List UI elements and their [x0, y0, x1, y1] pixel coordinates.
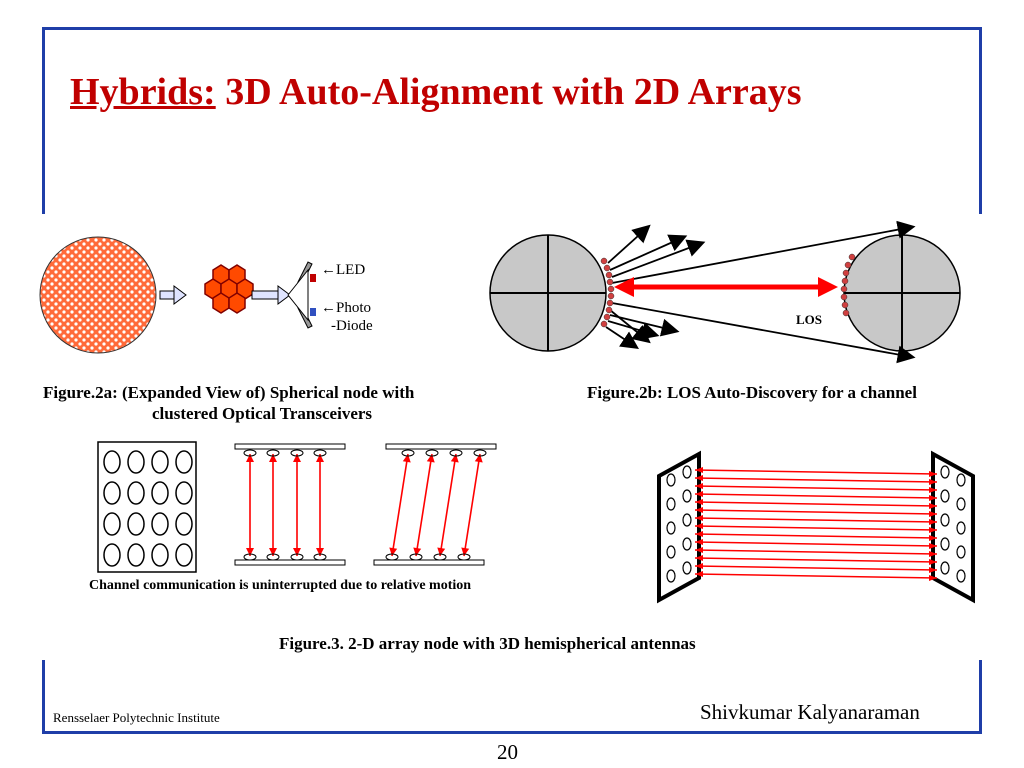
figure-2b-diagram: [489, 220, 961, 364]
figure-2a-caption-line2: clustered Optical Transceivers: [152, 404, 373, 423]
slide-title: Hybrids: 3D Auto-Alignment with 2D Array…: [70, 70, 802, 114]
hemi-antenna: [940, 513, 950, 527]
led-label: ←LED: [321, 262, 366, 278]
diode-label: -Diode: [331, 318, 373, 334]
page-number: 20: [497, 740, 518, 764]
channel-arrow: [313, 449, 327, 561]
frame-left-line-top: [42, 27, 45, 214]
array-element: [175, 450, 193, 474]
spherical-node: [39, 236, 157, 354]
hemi-antenna: [940, 489, 950, 503]
array-element: [151, 450, 169, 474]
hemi-antenna: [682, 465, 692, 479]
offset-channel-panel: [373, 443, 497, 566]
title-rest: 3D Auto-Alignment with 2D Arrays: [215, 71, 802, 113]
hemi-antenna: [956, 497, 966, 511]
array-element: [175, 543, 193, 567]
frame-left-line-bottom: [42, 660, 45, 733]
photodiode-square: [310, 308, 316, 316]
hemi-antenna: [666, 545, 676, 559]
channel-arrow: [290, 449, 304, 561]
hemi-antenna: [956, 521, 966, 535]
array-elements: [103, 450, 193, 567]
array-element: [151, 481, 169, 505]
array-element: [103, 512, 121, 536]
footer-author: Shivkumar Kalyanaraman: [700, 700, 920, 724]
array-element: [127, 543, 145, 567]
channel-arrow: [457, 449, 487, 561]
frame-bottom-line: [42, 731, 982, 734]
channel-arrow: [266, 449, 280, 561]
hemi-antenna: [940, 465, 950, 479]
motion-caption: Channel communication is uninterrupted d…: [89, 578, 472, 593]
figure-2a-diagram: [39, 236, 316, 354]
array-element: [151, 543, 169, 567]
hemi-antenna: [682, 489, 692, 503]
hemi-antenna: [666, 521, 676, 535]
channel-arrow: [409, 449, 439, 561]
array-element: [151, 512, 169, 536]
hemi-antenna: [666, 569, 676, 583]
photo-label: ←Photo: [321, 300, 372, 316]
figure-3-hemispherical-diagram: [657, 450, 975, 604]
array-element: [127, 450, 145, 474]
los-arrow: [614, 277, 838, 297]
expand-arrow-1: [159, 285, 187, 305]
left-antenna-panel: [657, 450, 701, 604]
hemi-antenna: [666, 473, 676, 487]
frame-top-line: [42, 27, 982, 30]
transceiver-detail: [287, 261, 316, 329]
expand-arrow-2: [251, 285, 291, 305]
array-element: [175, 512, 193, 536]
2d-array-node: [97, 441, 197, 573]
array-element: [127, 481, 145, 505]
hemi-antenna: [940, 537, 950, 551]
left-node-transceivers: [600, 257, 615, 328]
figure-3-array-diagram: [97, 441, 497, 573]
frame-right-line-bottom: [979, 660, 982, 733]
right-antenna-panel: [931, 450, 975, 604]
hemi-antenna: [940, 561, 950, 575]
hemi-antenna: [956, 545, 966, 559]
array-element: [103, 481, 121, 505]
figure-2b-caption: Figure.2b: LOS Auto-Discovery for a chan…: [587, 383, 917, 402]
array-element: [103, 450, 121, 474]
array-element: [175, 481, 193, 505]
hemi-antenna: [956, 569, 966, 583]
channel-arrow: [433, 449, 463, 561]
footer-institution: Rensselaer Polytechnic Institute: [53, 710, 220, 725]
hemi-antenna: [682, 513, 692, 527]
aligned-channel-panel: [234, 443, 346, 566]
figure-2a-caption-line1: Figure.2a: (Expanded View of) Spherical …: [43, 383, 415, 402]
transceiver-cluster: [204, 264, 254, 314]
los-label: LOS: [796, 312, 823, 327]
beam-arrows: [605, 220, 916, 364]
channel-arrows: [243, 449, 487, 561]
channel-arrow: [243, 449, 257, 561]
hemi-antenna: [666, 497, 676, 511]
hemi-antenna: [956, 473, 966, 487]
hemi-antenna: [682, 561, 692, 575]
title-lead: Hybrids:: [70, 71, 216, 113]
right-node-transceivers: [840, 253, 856, 317]
array-element: [103, 543, 121, 567]
array-element: [127, 512, 145, 536]
figure-3-caption: Figure.3. 2-D array node with 3D hemisph…: [279, 634, 696, 653]
frame-right-line-top: [979, 27, 982, 214]
hemi-antenna: [682, 537, 692, 551]
led-square: [310, 274, 316, 282]
channel-arrow: [385, 449, 415, 561]
